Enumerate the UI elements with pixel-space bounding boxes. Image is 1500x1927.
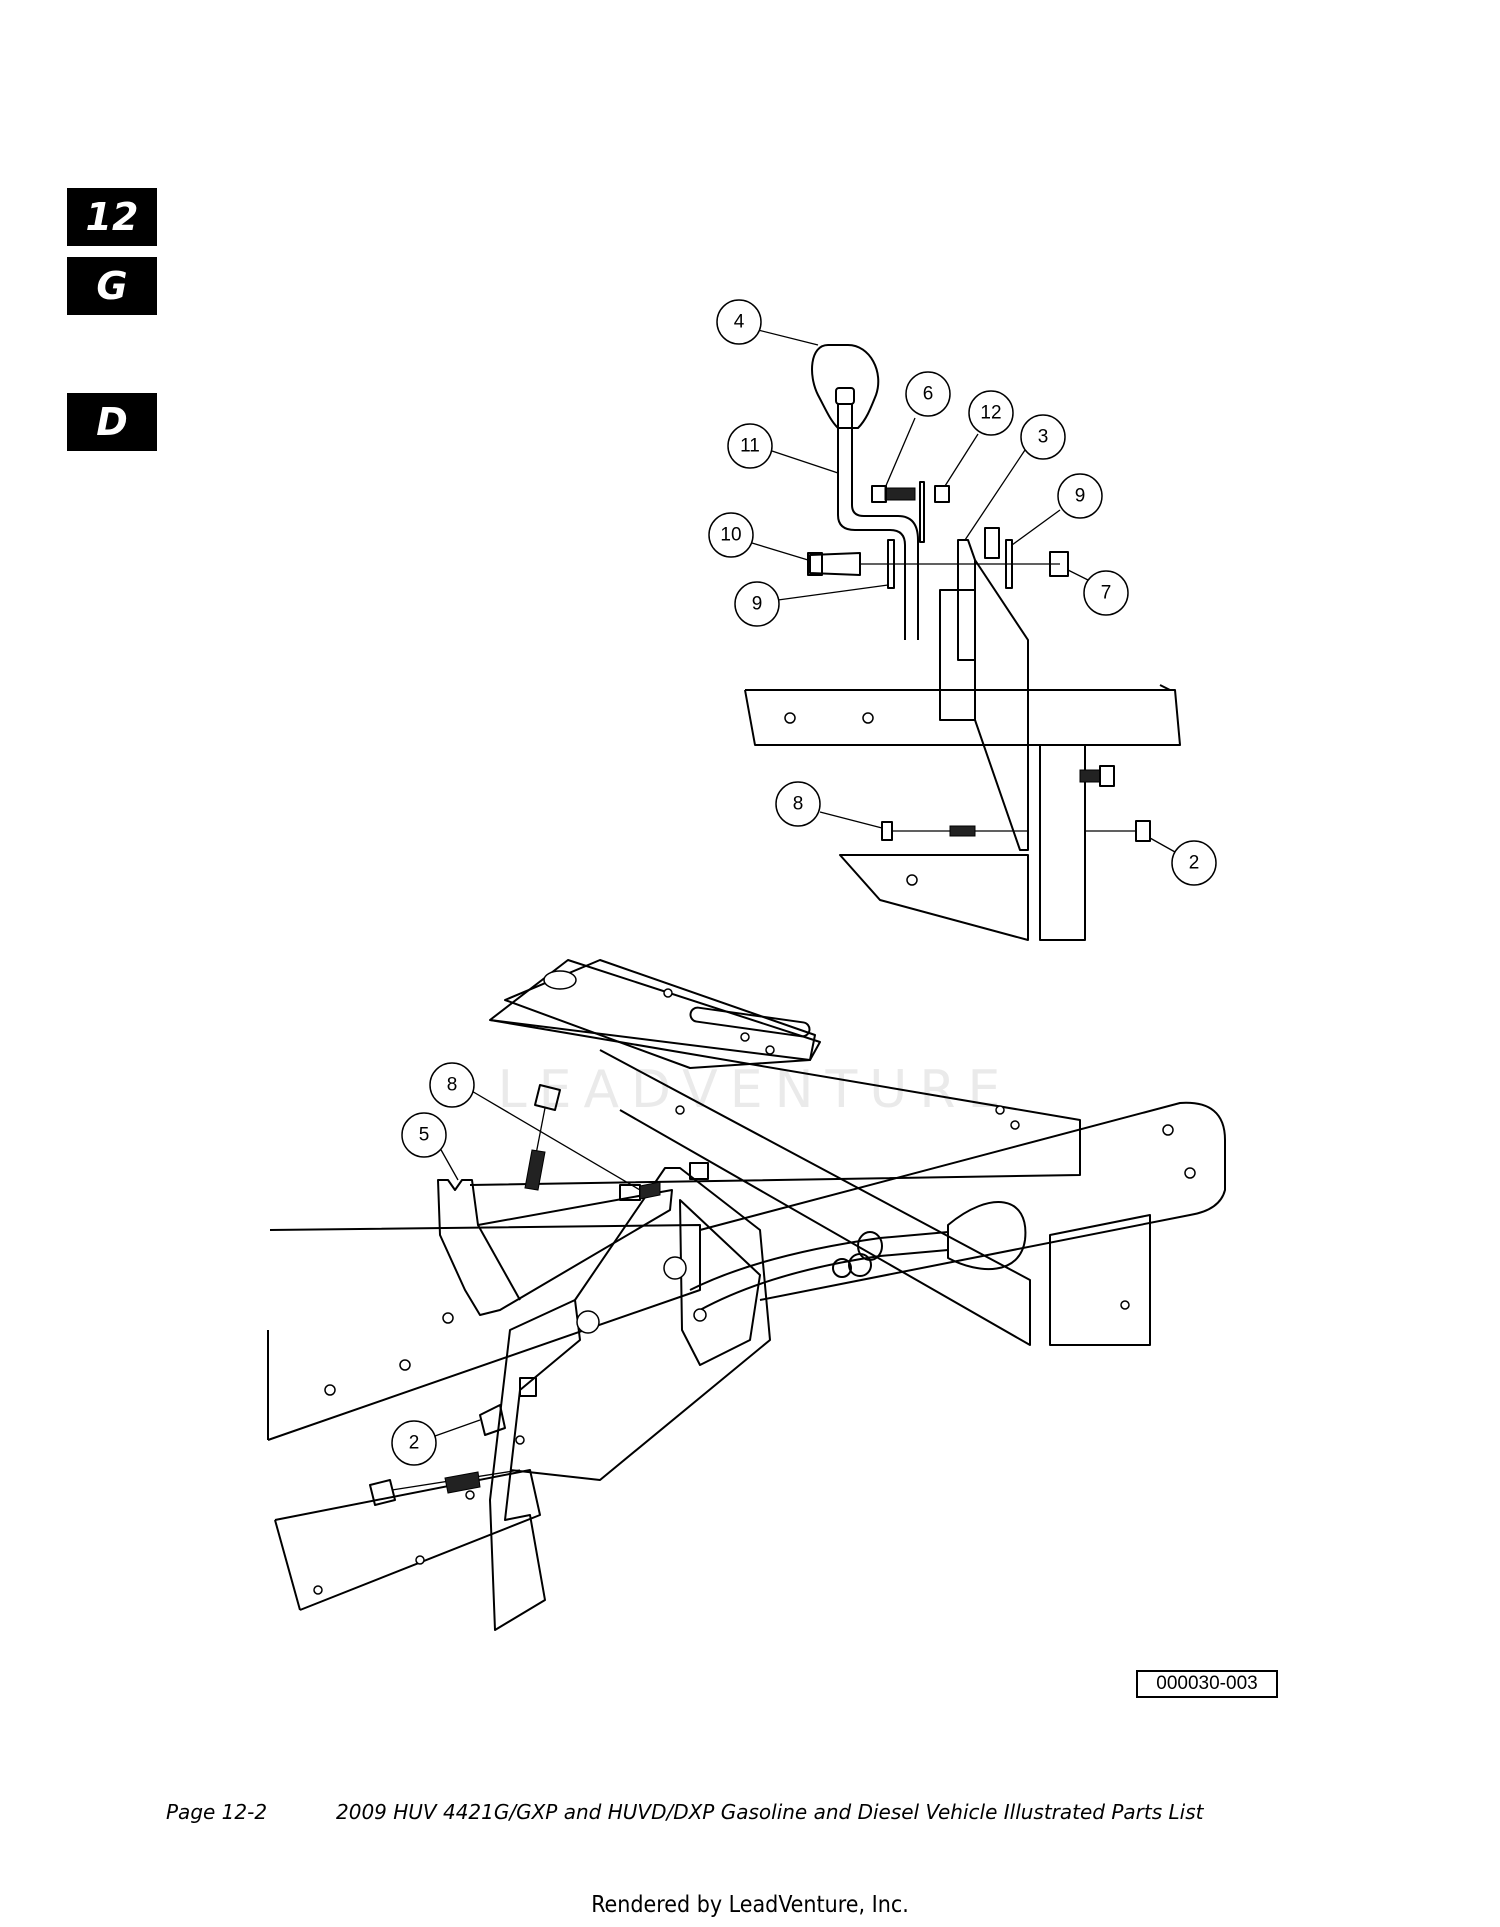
callout-11: 11 xyxy=(727,423,773,469)
watermark-logo: LEADVENTURE xyxy=(497,1060,1013,1120)
svg-text:5: 5 xyxy=(419,1125,430,1146)
figure-code: 000030-003 xyxy=(1136,1670,1278,1698)
callout-2-lower: 2 xyxy=(391,1420,437,1466)
callout-4: 4 xyxy=(716,299,762,345)
svg-text:11: 11 xyxy=(740,436,760,457)
lower-assembled-view xyxy=(267,959,1226,1631)
callout-3: 3 xyxy=(1020,414,1066,460)
svg-text:9: 9 xyxy=(1075,486,1086,507)
callout-8-upper: 8 xyxy=(775,781,821,827)
upper-exploded-view xyxy=(744,344,1181,941)
callouts: 4 6 12 3 11 9 10 9 7 8 2 8 5 2 xyxy=(391,299,1217,1466)
callout-7: 7 xyxy=(1083,570,1129,616)
svg-text:6: 6 xyxy=(923,384,934,405)
section-tab-12: 12 xyxy=(67,188,157,246)
svg-text:7: 7 xyxy=(1101,583,1112,604)
callout-2-upper: 2 xyxy=(1171,840,1217,886)
callout-6: 6 xyxy=(905,371,951,417)
callout-8-lower: 8 xyxy=(429,1062,475,1108)
callout-9-lower: 9 xyxy=(734,581,780,627)
svg-text:4: 4 xyxy=(734,312,745,333)
document-title: 2009 HUV 4421G/GXP and HUVD/DXP Gasoline… xyxy=(336,1800,1204,1824)
section-tab-g: G xyxy=(67,257,157,315)
svg-text:2: 2 xyxy=(409,1433,420,1454)
callout-9-upper: 9 xyxy=(1057,473,1103,519)
svg-text:2: 2 xyxy=(1189,853,1200,874)
svg-text:3: 3 xyxy=(1038,427,1049,448)
callout-10: 10 xyxy=(708,512,754,558)
rendered-by-text: Rendered by LeadVenture, Inc. xyxy=(591,1892,909,1918)
svg-text:12: 12 xyxy=(980,403,1001,424)
callout-5: 5 xyxy=(401,1112,447,1158)
svg-text:8: 8 xyxy=(447,1075,458,1096)
svg-text:8: 8 xyxy=(793,794,804,815)
callout-12: 12 xyxy=(968,390,1014,436)
section-tab-d: D xyxy=(67,393,157,451)
page-number: Page 12-2 xyxy=(166,1800,268,1824)
svg-text:10: 10 xyxy=(720,525,741,546)
svg-text:9: 9 xyxy=(752,594,763,615)
